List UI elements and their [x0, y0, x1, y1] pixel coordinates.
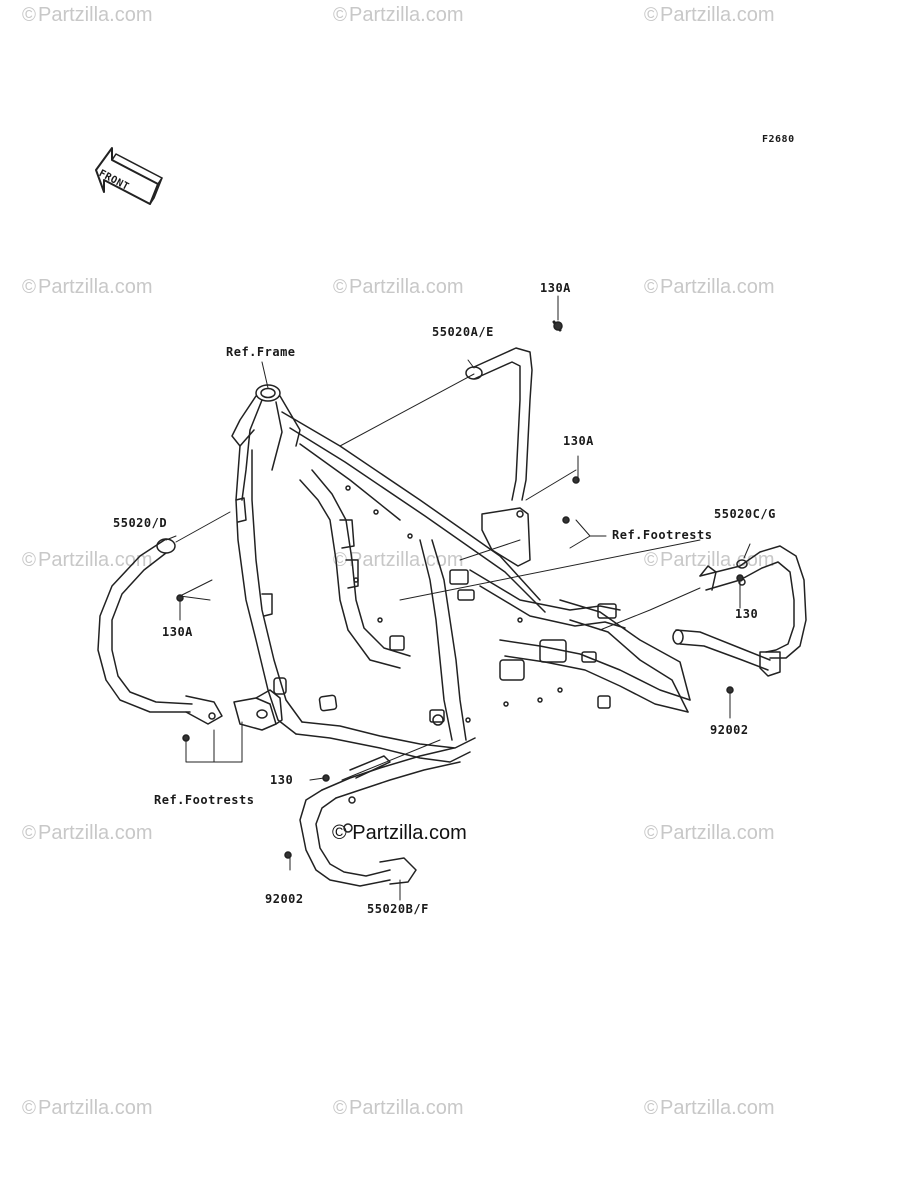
left-guard-55020d [97, 538, 283, 731]
label-ref-frame: Ref.Frame [226, 345, 296, 359]
label-55020bf: 55020B/F [367, 902, 429, 916]
label-130a-top: 130A [540, 281, 571, 295]
label-92002-right: 92002 [710, 723, 749, 737]
watermark: ©Partzilla.com [644, 1097, 775, 1119]
watermark: ©Partzilla.com [333, 1097, 464, 1119]
upper-guard-55020ae [465, 320, 563, 567]
watermark: ©Partzilla.com [22, 1097, 153, 1119]
figure-code: F2680 [762, 134, 795, 145]
label-130a-left: 130A [162, 625, 193, 639]
center-watermark: © Partzilla.com [332, 822, 467, 844]
bolt-icons [176, 476, 744, 859]
watermark: ©Partzilla.com [333, 276, 464, 298]
watermark: ©Partzilla.com [22, 276, 153, 298]
watermark: ©Partzilla.com [644, 276, 775, 298]
watermark: ©Partzilla.com [22, 4, 153, 26]
label-55020cg: 55020C/G [714, 507, 776, 521]
leader-lines [165, 295, 751, 901]
watermark: ©Partzilla.com [644, 4, 775, 26]
right-guard-55020cg [672, 545, 807, 677]
watermark: ©Partzilla.com [22, 822, 153, 844]
label-ref-footrests-left: Ref.Footrests [154, 793, 255, 807]
main-frame [231, 384, 691, 763]
front-arrow-icon [95, 147, 163, 205]
label-130-left: 130 [270, 773, 294, 787]
watermark: ©Partzilla.com [333, 4, 464, 26]
label-55020d: 55020/D [113, 516, 168, 530]
watermark: ©Partzilla.com [644, 822, 775, 844]
label-92002-left: 92002 [265, 892, 304, 906]
label-ref-footrests-right: Ref.Footrests [612, 528, 713, 542]
label-55020ae: 55020A/E [432, 325, 494, 339]
lower-guard-55020bf [299, 747, 461, 887]
label-130-right: 130 [735, 607, 759, 621]
watermark: ©Partzilla.com [22, 549, 153, 571]
label-130a-mid: 130A [563, 434, 594, 448]
